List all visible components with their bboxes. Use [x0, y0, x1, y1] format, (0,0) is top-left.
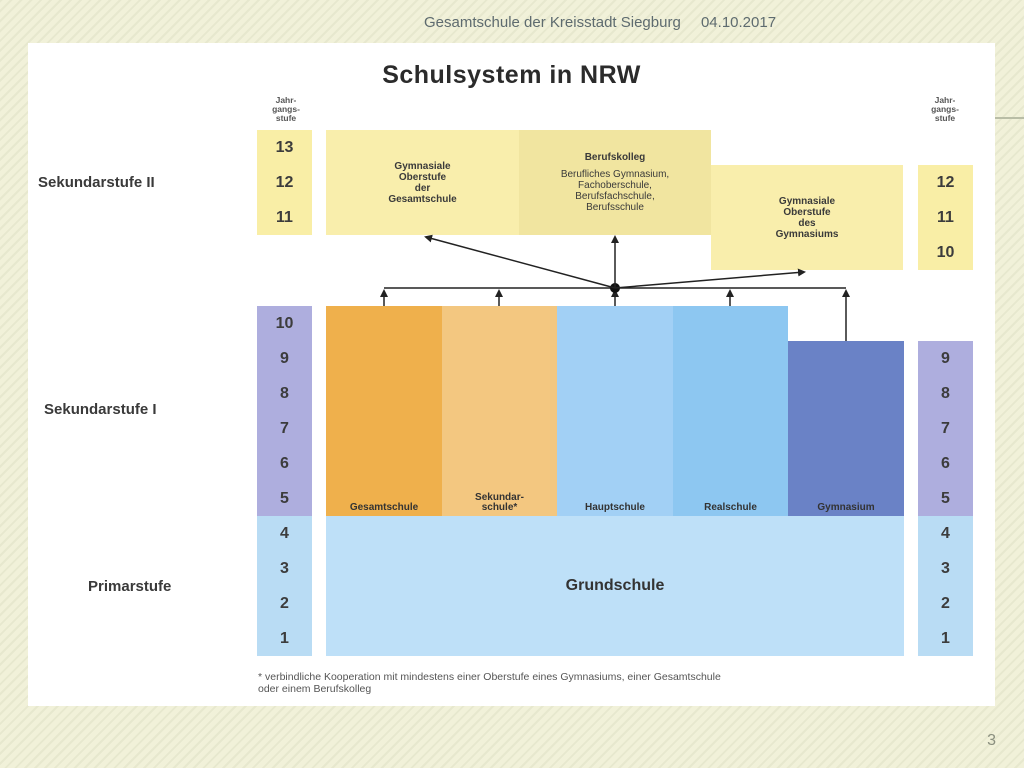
school-hauptschule: Hauptschule [557, 306, 673, 516]
school-gesamtschule: Gesamtschule [326, 306, 442, 516]
grade-column-left-primar: 4 3 2 1 [257, 516, 312, 656]
grade-number: 10 [275, 315, 294, 332]
grade-number: 12 [275, 174, 294, 191]
arrow-to-oberstufe-gymnasium [614, 268, 806, 289]
berufskolleg-subtitle: Berufliches Gymnasium, Fachoberschule, B… [560, 169, 670, 213]
grade-number: 8 [280, 385, 289, 402]
grade-column-left-sek2: 13 12 11 [257, 130, 312, 235]
box-oberstufe-gesamtschule: Gymnasiale Oberstufe der Gesamtschule [326, 130, 519, 235]
school-name: Gesamtschule der Kreisstadt Siegburg [424, 14, 681, 31]
grade-number: 3 [280, 560, 289, 577]
grade-number: 2 [280, 595, 289, 612]
grade-number: 9 [941, 350, 950, 367]
grade-number: 12 [936, 174, 955, 191]
slide-header: Gesamtschule der Kreisstadt Siegburg 04.… [424, 14, 776, 31]
diagram-title: Schulsystem in NRW [382, 61, 641, 89]
grade-number: 4 [280, 525, 289, 542]
berufskolleg-title: Berufskolleg [584, 152, 646, 163]
stage-label-sek1: Sekundarstufe I [44, 401, 157, 418]
school-gymnasium: Gymnasium [788, 341, 904, 516]
school-grundschule: Grundschule [326, 516, 904, 656]
school-label-sekundarschule: Sekundar- schule* [475, 492, 524, 513]
decorative-line [994, 117, 1024, 119]
connector-arrows [380, 234, 850, 341]
grade-number: 13 [275, 139, 294, 156]
box-oberstufe-gymnasium: Gymnasiale Oberstufe des Gymnasiums [711, 165, 903, 270]
jahrgangsstufe-label-left: Jahr- gangs- stufe [272, 95, 300, 123]
stage-label-sek2: Sekundarstufe II [38, 174, 155, 191]
grade-number: 5 [941, 490, 950, 507]
grade-column-right-sek1: 9 8 7 6 5 [918, 341, 973, 516]
header-date: 04.10.2017 [700, 14, 777, 31]
box-berufskolleg: Berufskolleg Berufliches Gymnasium, Fach… [519, 130, 711, 235]
grade-column-right-sek2: 12 11 10 [918, 165, 973, 270]
jahrgangsstufe-label-right: Jahr- gangs- stufe [931, 95, 959, 123]
grade-number: 6 [941, 455, 950, 472]
grade-column-right-primar: 4 3 2 1 [918, 516, 973, 656]
grade-number: 4 [941, 525, 950, 542]
arrow-to-oberstufe-gesamtschule [424, 234, 616, 289]
school-label-realschule: Realschule [704, 502, 757, 513]
school-label-gesamtschule: Gesamtschule [349, 502, 419, 513]
school-label-hauptschule: Hauptschule [584, 502, 645, 513]
diagram-panel: Schulsystem in NRW Jahr- gangs- stufe Ja… [28, 43, 995, 706]
grade-number: 6 [280, 455, 289, 472]
school-label-gymnasium: Gymnasium [817, 502, 875, 513]
grade-number: 11 [276, 209, 293, 226]
slide-number: 3 [987, 732, 996, 749]
grade-number: 11 [937, 209, 954, 226]
grade-number: 10 [936, 244, 955, 261]
grade-number: 8 [941, 385, 950, 402]
school-realschule: Realschule [673, 306, 788, 516]
grade-number: 2 [941, 595, 950, 612]
grade-number: 3 [941, 560, 950, 577]
stage-label-primar: Primarstufe [88, 578, 172, 595]
footnote: * verbindliche Kooperation mit mindesten… [258, 671, 721, 695]
grade-number: 1 [280, 630, 289, 647]
grade-number: 7 [941, 420, 950, 437]
grade-number: 9 [280, 350, 289, 367]
grade-number: 1 [941, 630, 950, 647]
grade-number: 5 [280, 490, 289, 507]
grade-number: 7 [280, 420, 289, 437]
grade-column-left-sek1: 10 9 8 7 6 5 [257, 306, 312, 516]
grundschule-label: Grundschule [565, 577, 665, 594]
school-sekundarschule: Sekundar- schule* [442, 306, 557, 516]
